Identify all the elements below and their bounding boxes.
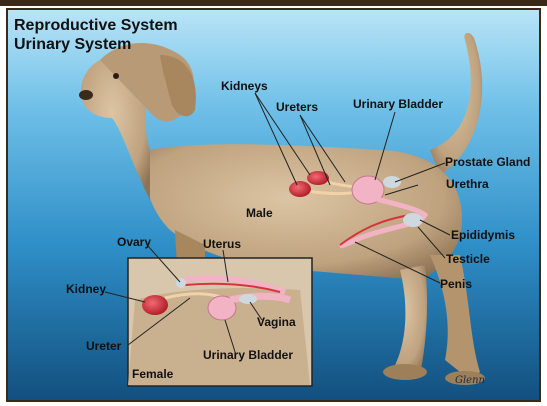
- label-prostate-gland: Prostate Gland: [445, 155, 530, 169]
- artist-signature: Glenn: [455, 375, 485, 386]
- label-kidneys: Kidneys: [221, 79, 268, 93]
- prostate-gland: [383, 176, 401, 188]
- label-testicle: Testicle: [446, 252, 490, 266]
- label-kidney: Kidney: [66, 282, 106, 296]
- label-female: Female: [132, 367, 174, 381]
- kidney-male-lower: [289, 181, 311, 197]
- label-ovary: Ovary: [117, 235, 151, 249]
- label-urethra: Urethra: [446, 177, 489, 191]
- label-vagina: Vagina: [257, 315, 296, 329]
- female-kidney-shape: [142, 295, 168, 315]
- label-urinary-bladder-female: Urinary Bladder: [203, 348, 293, 362]
- label-ureters: Ureters: [276, 100, 318, 114]
- title-line-1: Reproductive System: [14, 17, 178, 34]
- kidney-male-upper: [307, 171, 329, 185]
- label-ureter: Ureter: [86, 339, 122, 353]
- label-uterus: Uterus: [203, 237, 241, 251]
- title-line-2: Urinary System: [14, 36, 131, 53]
- label-male: Male: [246, 206, 273, 220]
- label-urinary-bladder: Urinary Bladder: [353, 97, 443, 111]
- label-epididymis: Epididymis: [451, 228, 515, 242]
- label-penis: Penis: [440, 277, 472, 291]
